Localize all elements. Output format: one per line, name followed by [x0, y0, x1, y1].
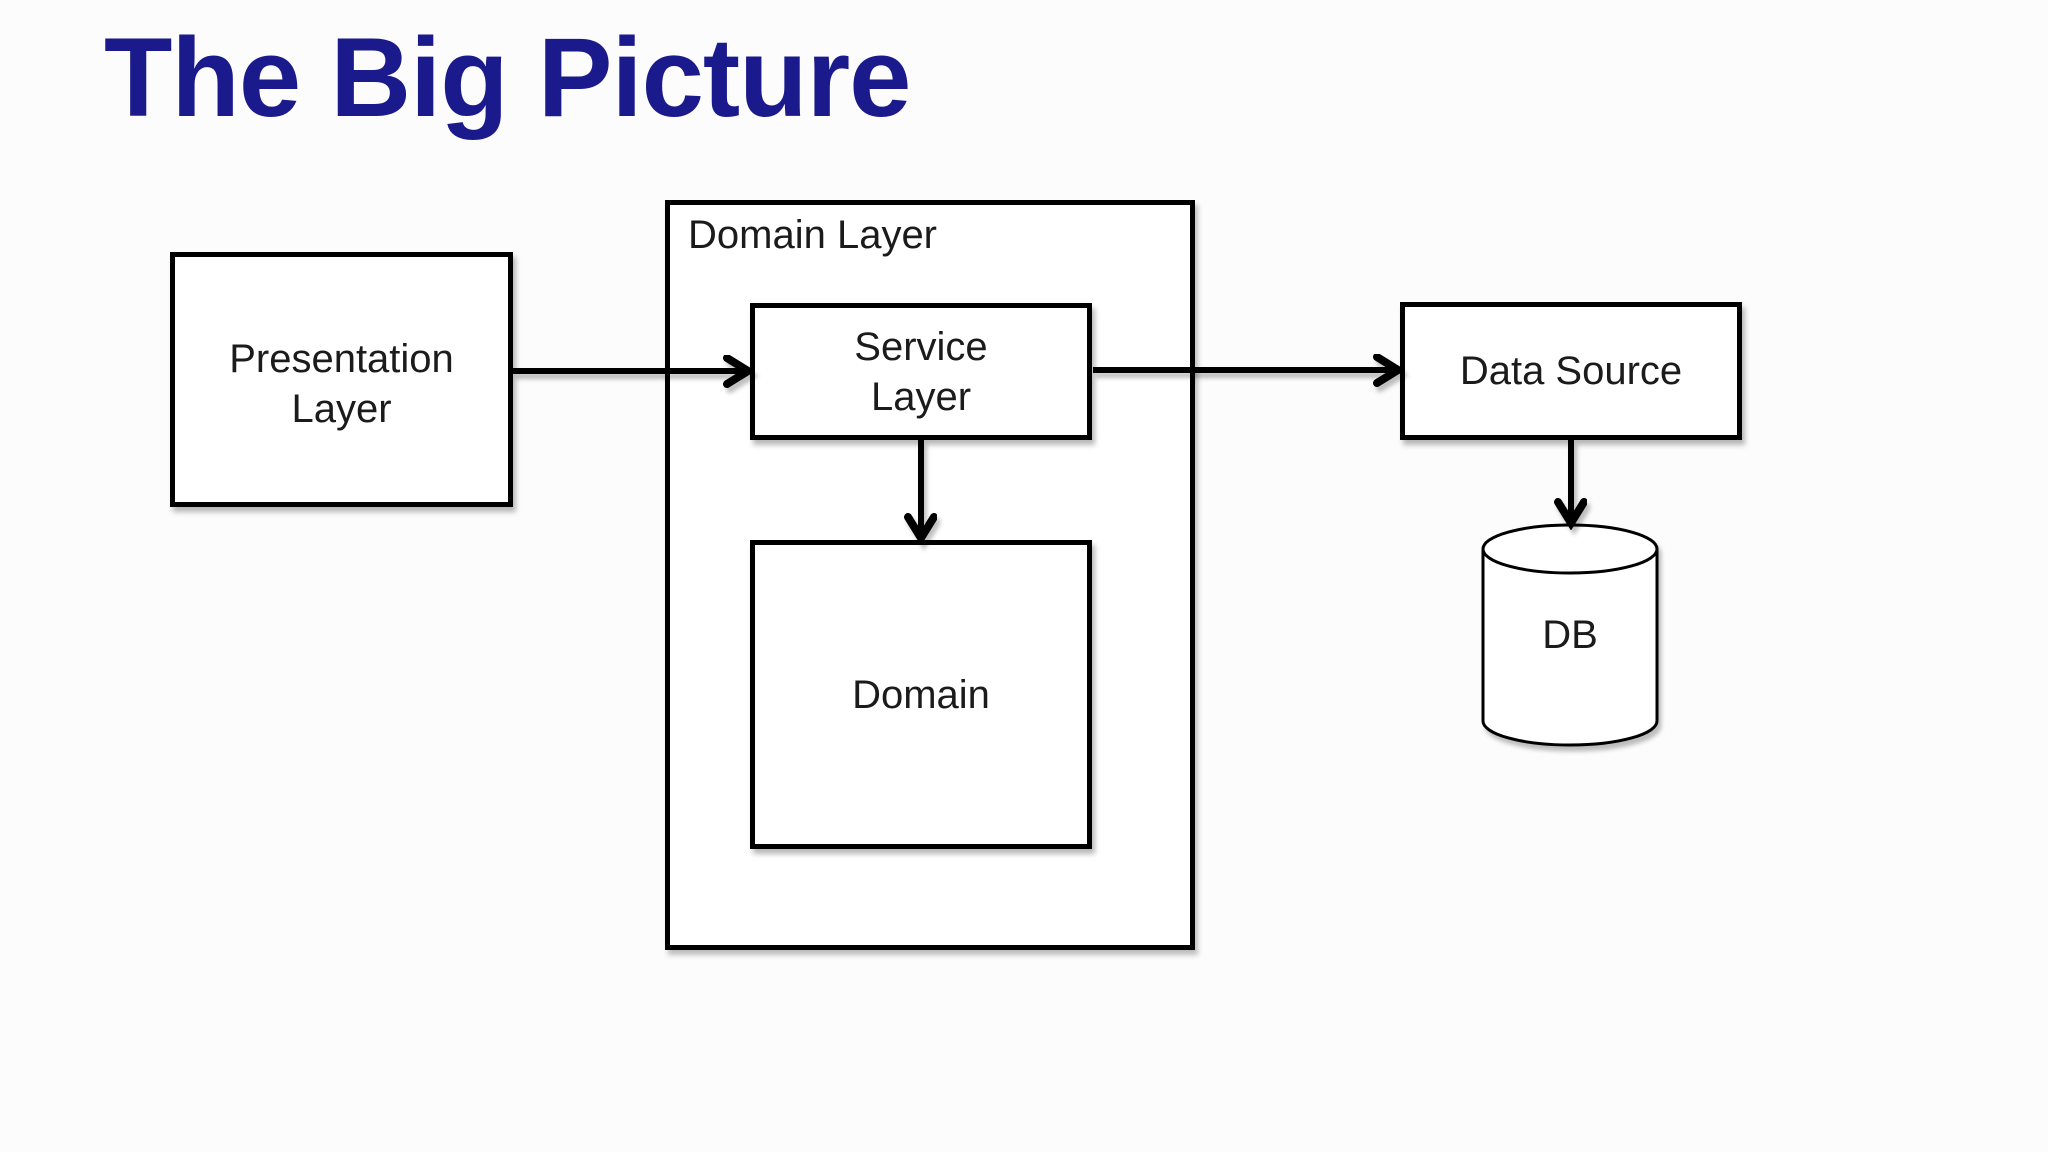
service-layer-label-line1: Service — [854, 324, 988, 369]
domain-layer-label: Domain Layer — [688, 213, 938, 257]
data-source-box: Data Source — [1400, 302, 1742, 440]
presentation-layer-label-line2: Layer — [291, 386, 392, 431]
presentation-layer-box: Presentation Layer — [170, 252, 513, 507]
page-title: The Big Picture — [104, 15, 911, 140]
domain-label: Domain — [852, 672, 990, 717]
presentation-layer-label-line1: Presentation — [229, 336, 454, 381]
domain-box: Domain — [750, 540, 1092, 849]
service-layer-label-line2: Layer — [870, 374, 972, 419]
data-source-label: Data Source — [1459, 349, 1683, 393]
service-layer-box: Service Layer — [750, 303, 1092, 440]
db-label: DB — [1542, 612, 1598, 657]
